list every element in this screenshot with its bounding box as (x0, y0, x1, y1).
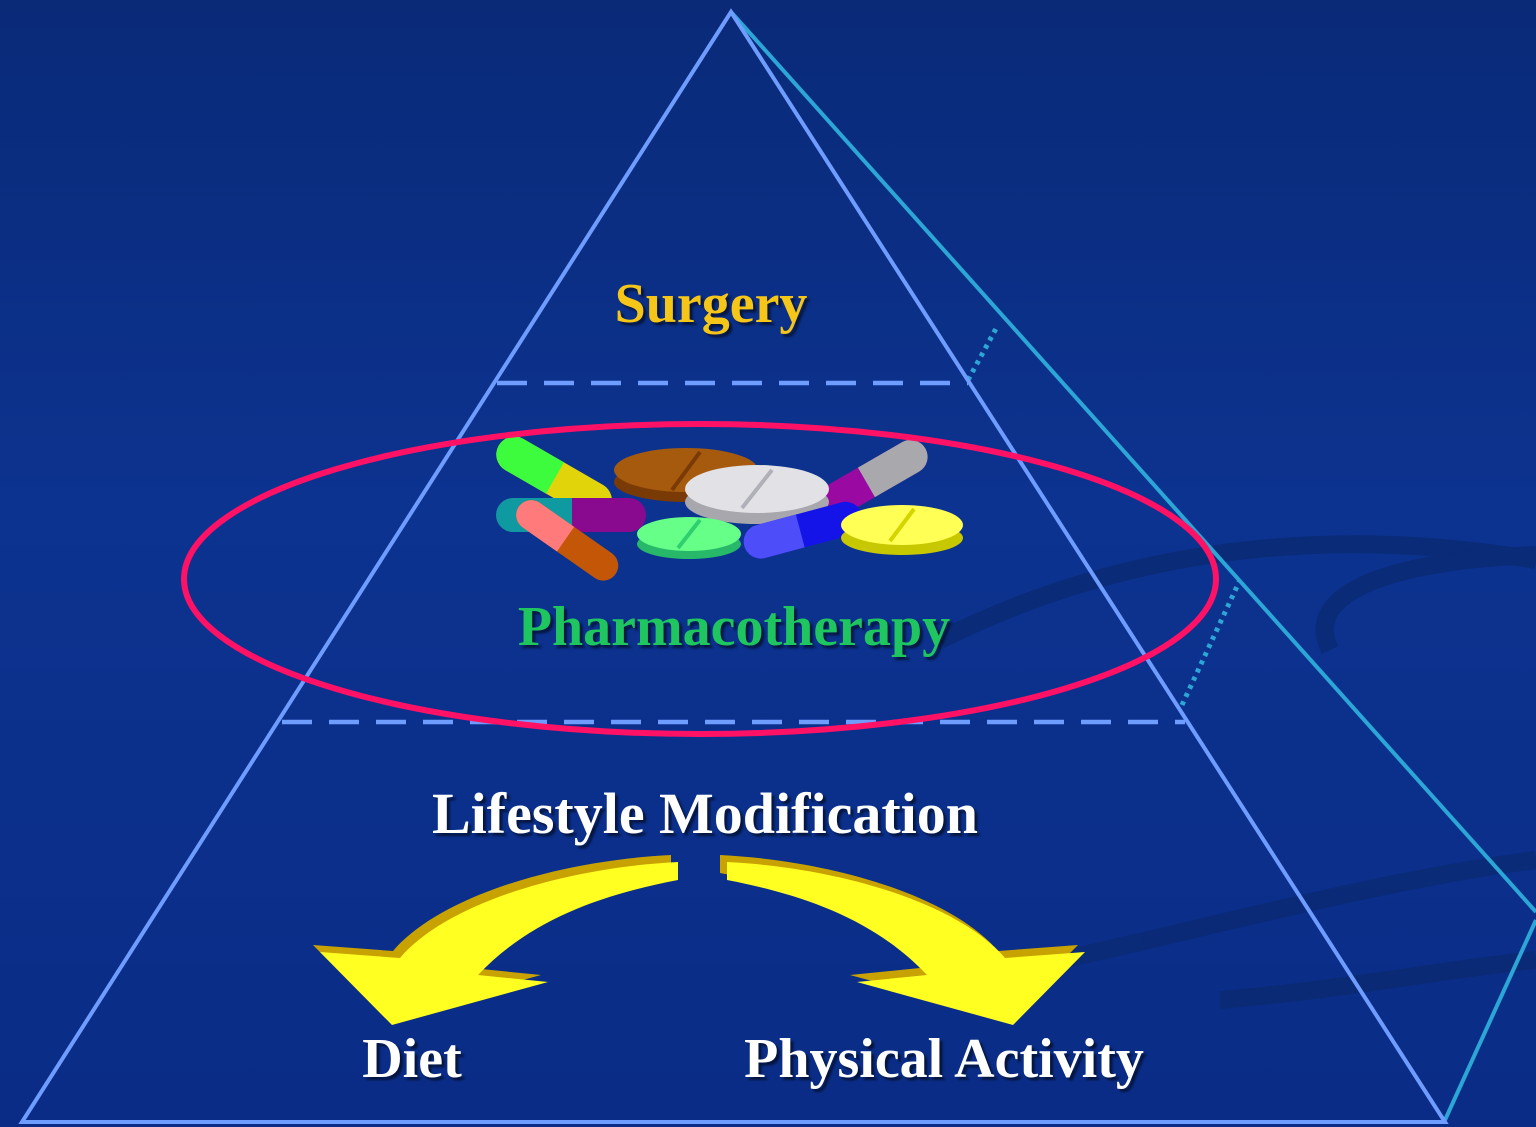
physical-activity-label: Physical Activity (744, 1027, 1144, 1091)
pyramid-side-dotted (968, 325, 1240, 705)
lifestyle-modification-label: Lifestyle Modification (432, 780, 978, 847)
pills-icon (490, 430, 963, 587)
arrow-to-diet (313, 855, 678, 1025)
diet-label: Diet (362, 1027, 462, 1091)
surgery-label: Surgery (615, 272, 808, 336)
pharmacotherapy-label: Pharmacotherapy (518, 595, 950, 659)
pyramid-front-face (22, 12, 1445, 1122)
tier-dividers (282, 383, 1185, 722)
background-swoosh (940, 544, 1536, 1000)
arrow-to-physical-activity (720, 855, 1085, 1025)
